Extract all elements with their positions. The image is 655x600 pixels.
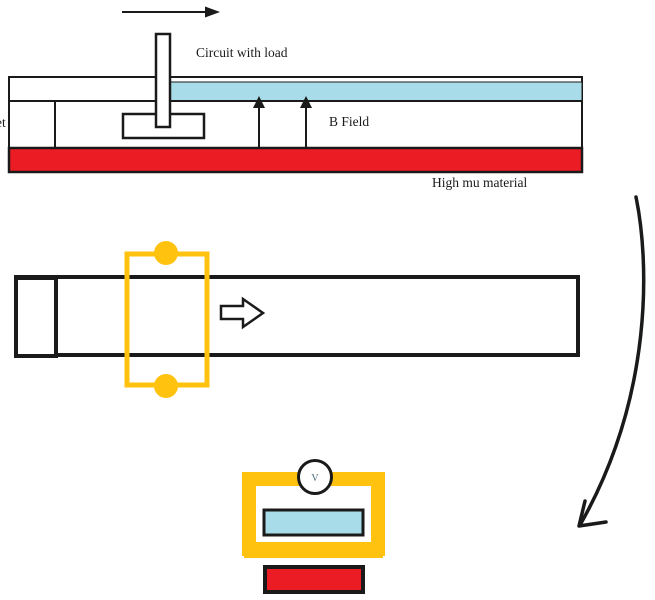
clipped-left-label: et bbox=[0, 115, 6, 130]
transform-curved-arrow-icon bbox=[577, 195, 646, 528]
b-field-arrow-icon bbox=[300, 96, 312, 147]
b-field-label: B Field bbox=[329, 114, 369, 129]
contact-dot-top bbox=[154, 241, 178, 265]
velocity-arrow-icon bbox=[219, 296, 266, 330]
slider-left-end bbox=[14, 276, 58, 358]
circuit-with-load-label: Circuit with load bbox=[196, 45, 288, 60]
conductor-slab bbox=[262, 508, 365, 537]
high-mu-slab bbox=[263, 565, 365, 594]
motion-arrow-icon bbox=[122, 6, 220, 18]
plunger-handle bbox=[154, 32, 172, 129]
voltmeter-circle bbox=[297, 459, 333, 495]
high-mu-bar bbox=[7, 146, 584, 174]
magnet-body bbox=[8, 100, 583, 149]
high-mu-material-label: High mu material bbox=[432, 175, 527, 190]
slider-bar bbox=[14, 275, 580, 357]
circuit-frame-bottom bbox=[244, 542, 383, 558]
contact-dot-bottom bbox=[154, 374, 178, 398]
conducting-bar-top bbox=[168, 81, 583, 101]
b-field-arrow-icon bbox=[253, 96, 265, 147]
voltmeter-label: V bbox=[311, 473, 319, 484]
